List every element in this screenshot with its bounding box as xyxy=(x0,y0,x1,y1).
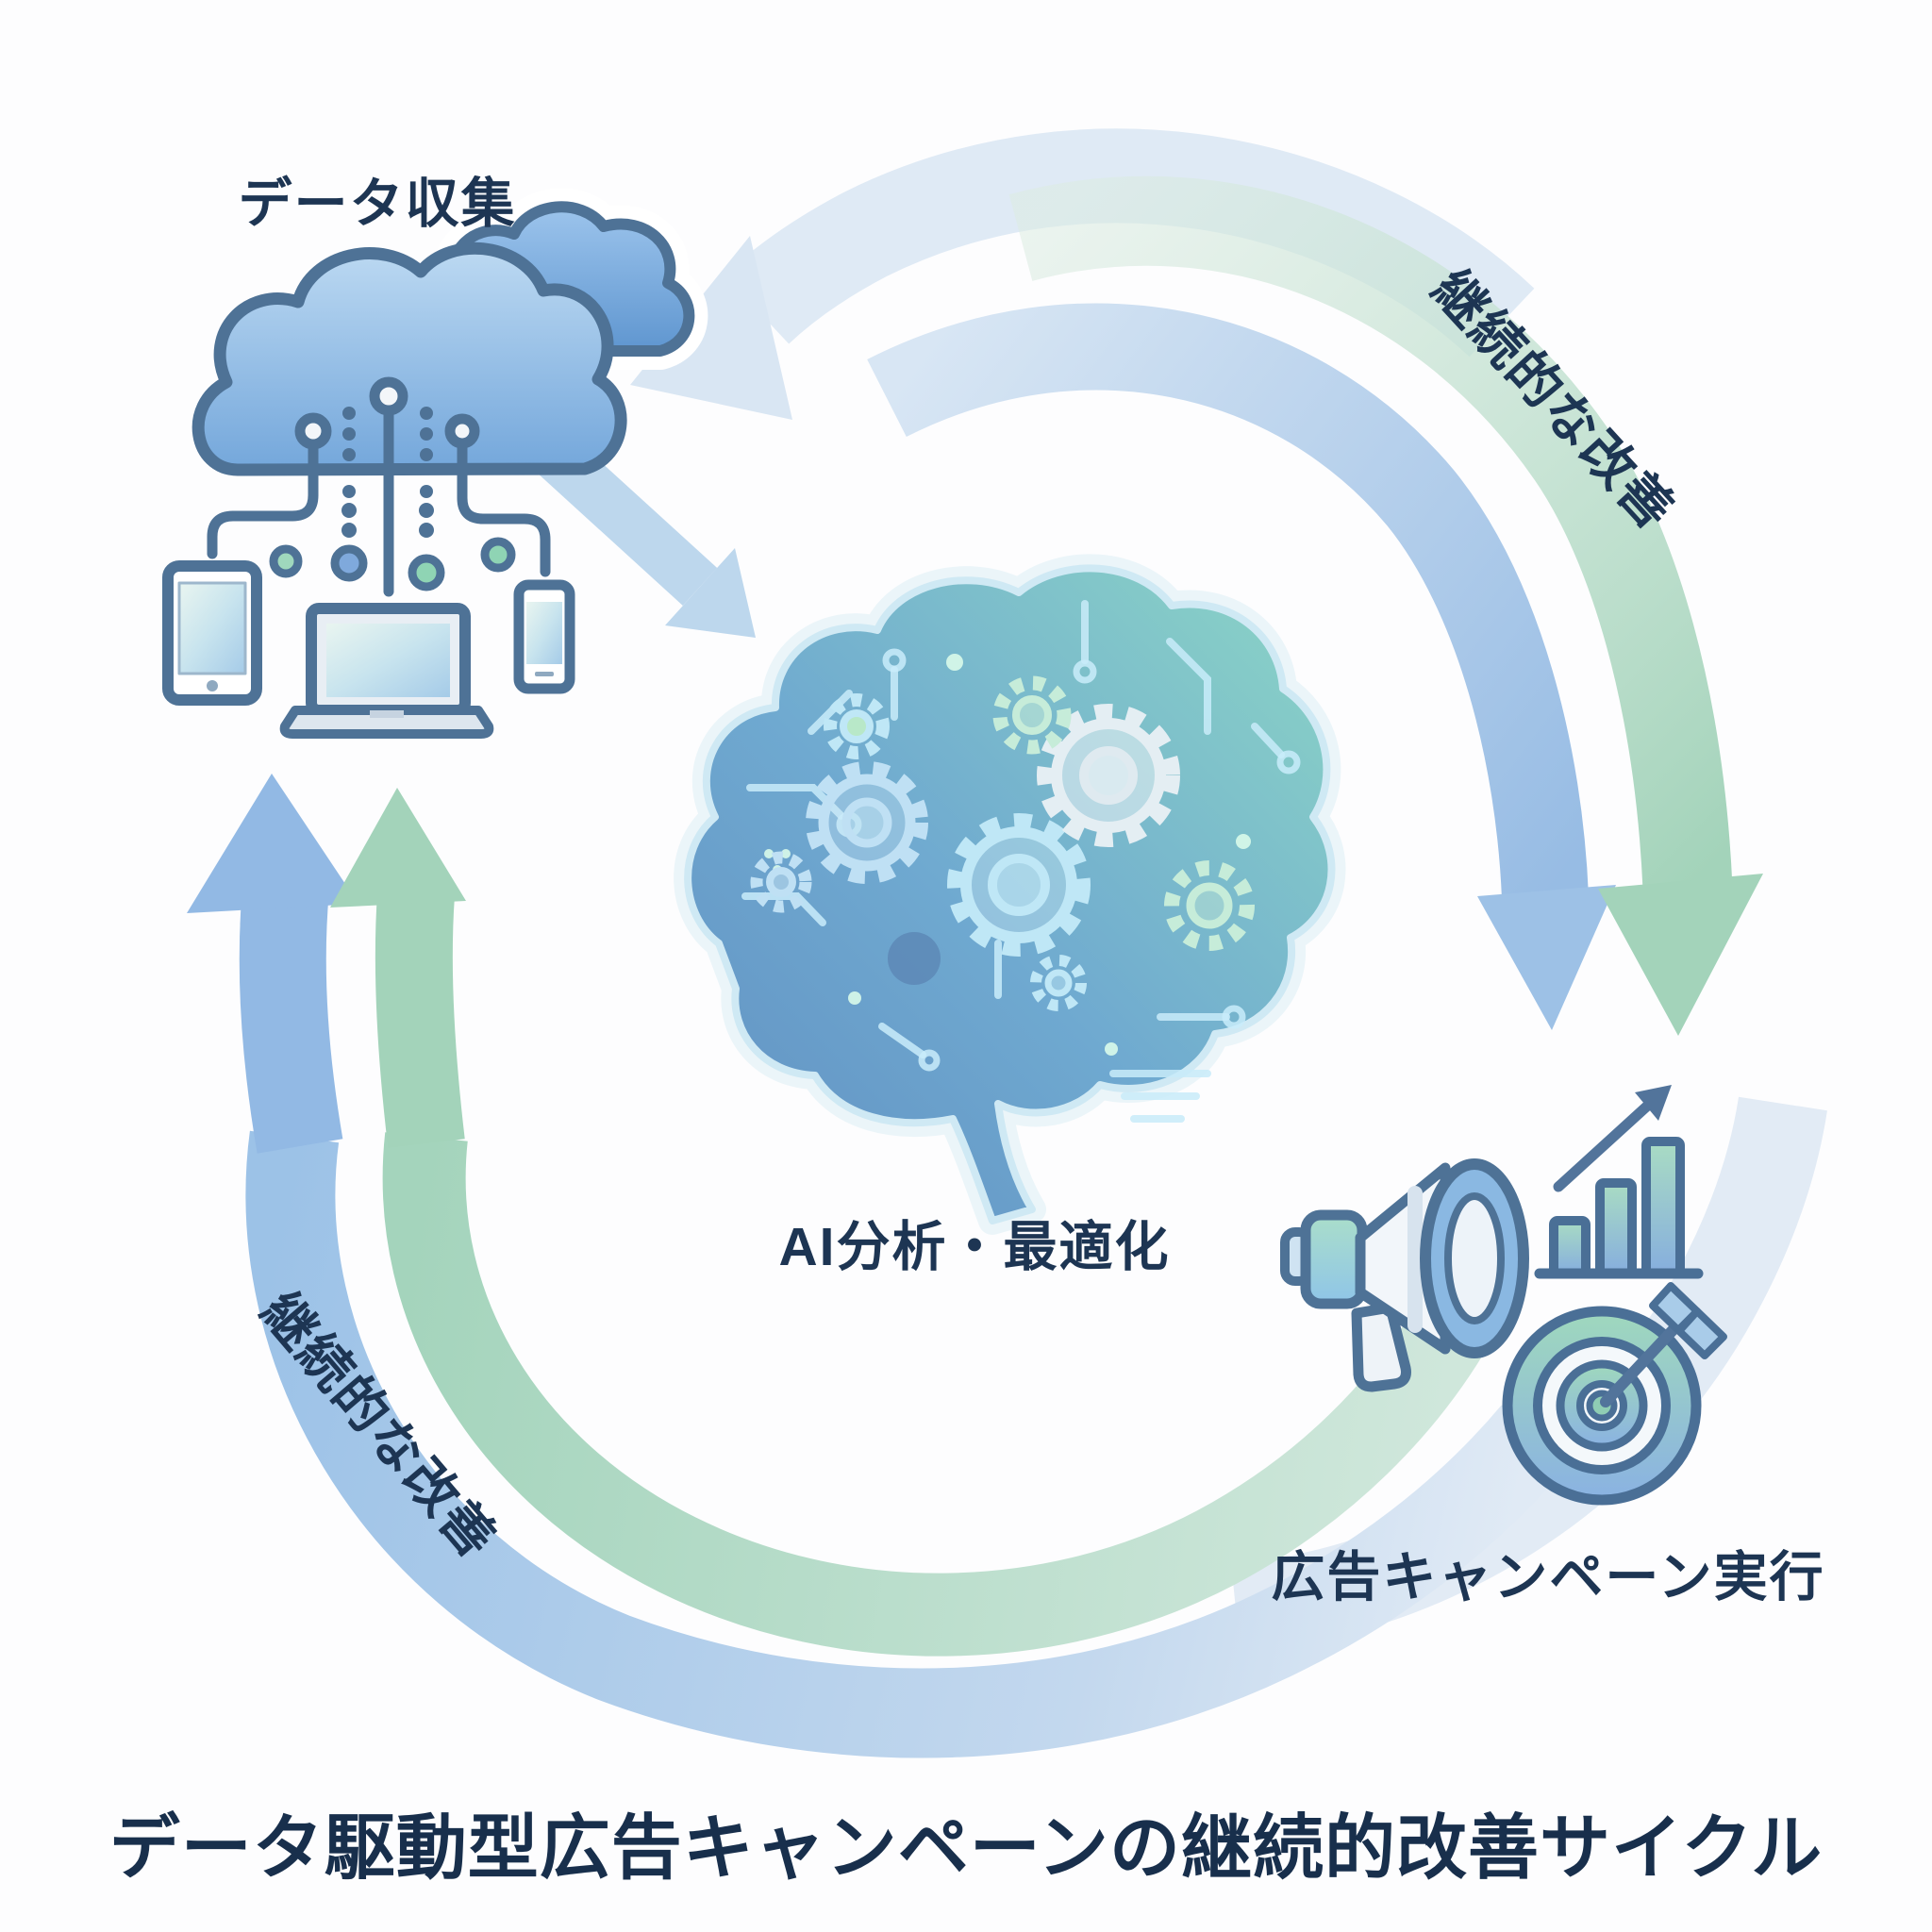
tablet-icon xyxy=(162,560,262,706)
target-icon xyxy=(1502,1282,1727,1506)
gears xyxy=(750,675,1255,1011)
up-arrow-blue-icon xyxy=(187,774,358,1154)
megaphone-icon xyxy=(1280,1158,1529,1392)
cloud-devices-icon xyxy=(162,188,708,739)
cycle-green-arc-bottom xyxy=(382,1132,1497,1657)
circuit-traces xyxy=(741,600,1285,1123)
bar-chart-icon xyxy=(1534,1085,1704,1279)
down-arrow-green-icon xyxy=(1008,175,1763,1036)
down-arrow-blue-icon xyxy=(867,303,1616,1030)
cycle-arcs xyxy=(187,128,1827,1758)
cloud-connectors xyxy=(207,403,551,597)
laptop-icon xyxy=(279,603,494,739)
cloud-main xyxy=(192,242,627,476)
label-campaign-execution: 広告キャンペーン実行 xyxy=(1271,1547,1825,1607)
diagram-title: データ駆動型広告キャンペーンの継続的改善サイクル xyxy=(108,1807,1824,1888)
cycle-blue-arc-bottom xyxy=(245,1130,1571,1758)
label-data-collection: データ収集 xyxy=(238,174,517,234)
label-ai-analysis: AI分析・最適化 xyxy=(778,1217,1171,1277)
up-arrow-green-icon xyxy=(330,788,466,1148)
circuit-brain-icon xyxy=(674,554,1346,1235)
phone-icon xyxy=(513,579,575,694)
glow-dots xyxy=(764,654,1251,1056)
data-dots xyxy=(341,407,434,538)
